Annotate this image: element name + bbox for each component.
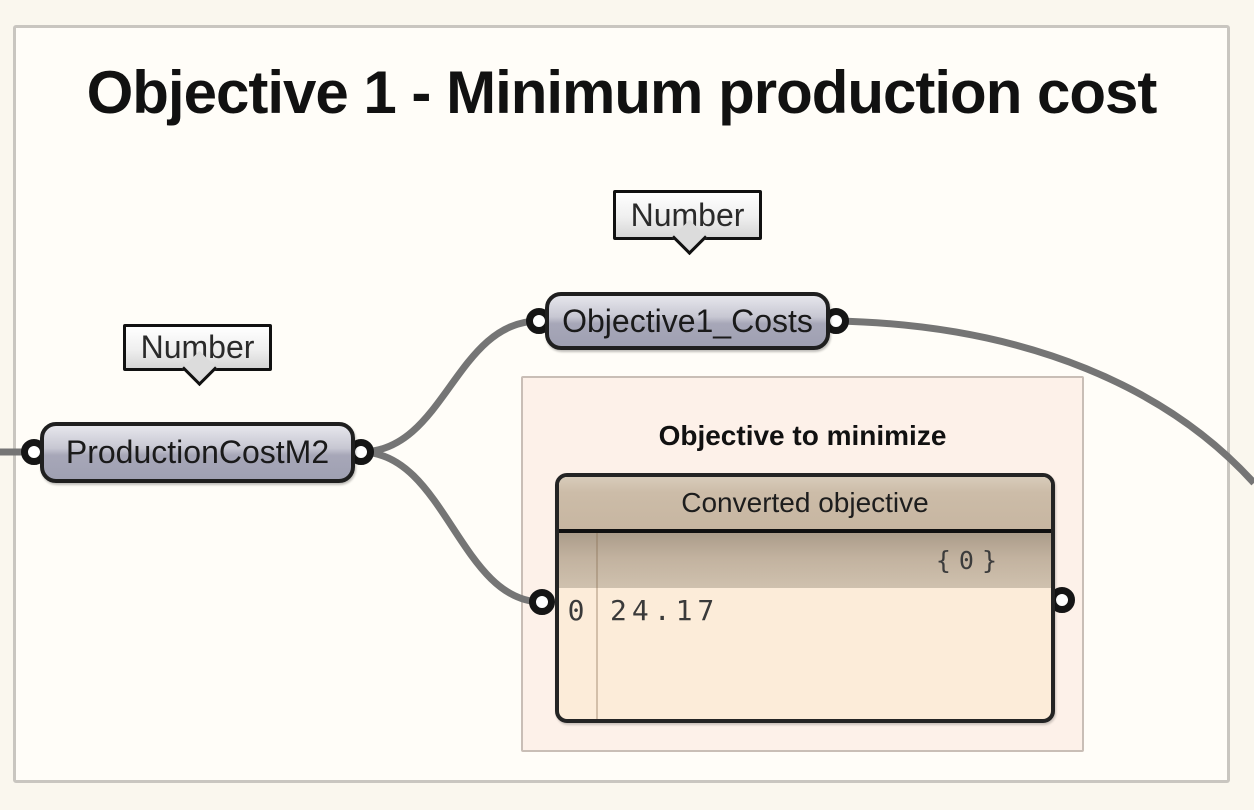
panel-converted-objective[interactable]: Converted objective {0} 0 24.17 — [555, 473, 1055, 723]
param-label: Objective1_Costs — [562, 302, 813, 339]
panel-title: Converted objective — [559, 477, 1051, 529]
param-label: ProductionCostM2 — [65, 434, 330, 470]
panel-content: {0} 0 24.17 — [559, 533, 1051, 719]
param-node-productioncostm2[interactable]: ProductionCostM2 — [40, 422, 355, 483]
param-node-objective1-costs[interactable]: Objective1_Costs — [545, 292, 830, 350]
wire[interactable] — [835, 317, 1254, 486]
input-port-icon[interactable] — [529, 589, 555, 615]
wire[interactable] — [360, 448, 543, 606]
panel-divider — [559, 529, 1051, 533]
panel-branch-label: {0} — [559, 533, 1051, 588]
wire[interactable] — [360, 317, 540, 456]
panel-index-divider — [596, 533, 598, 719]
param-tooltip-objective: Number — [613, 190, 762, 256]
subgroup-title: Objective to minimize — [658, 420, 947, 451]
panel-data-row: 0 24.17 — [559, 588, 1051, 632]
row-index: 0 — [567, 593, 590, 627]
output-port-icon[interactable] — [1049, 587, 1075, 613]
row-value: 24.17 — [610, 593, 720, 627]
param-tooltip-production: Number — [123, 324, 272, 387]
group-title: Objective 1 - Minimum production cost — [86, 59, 1158, 126]
